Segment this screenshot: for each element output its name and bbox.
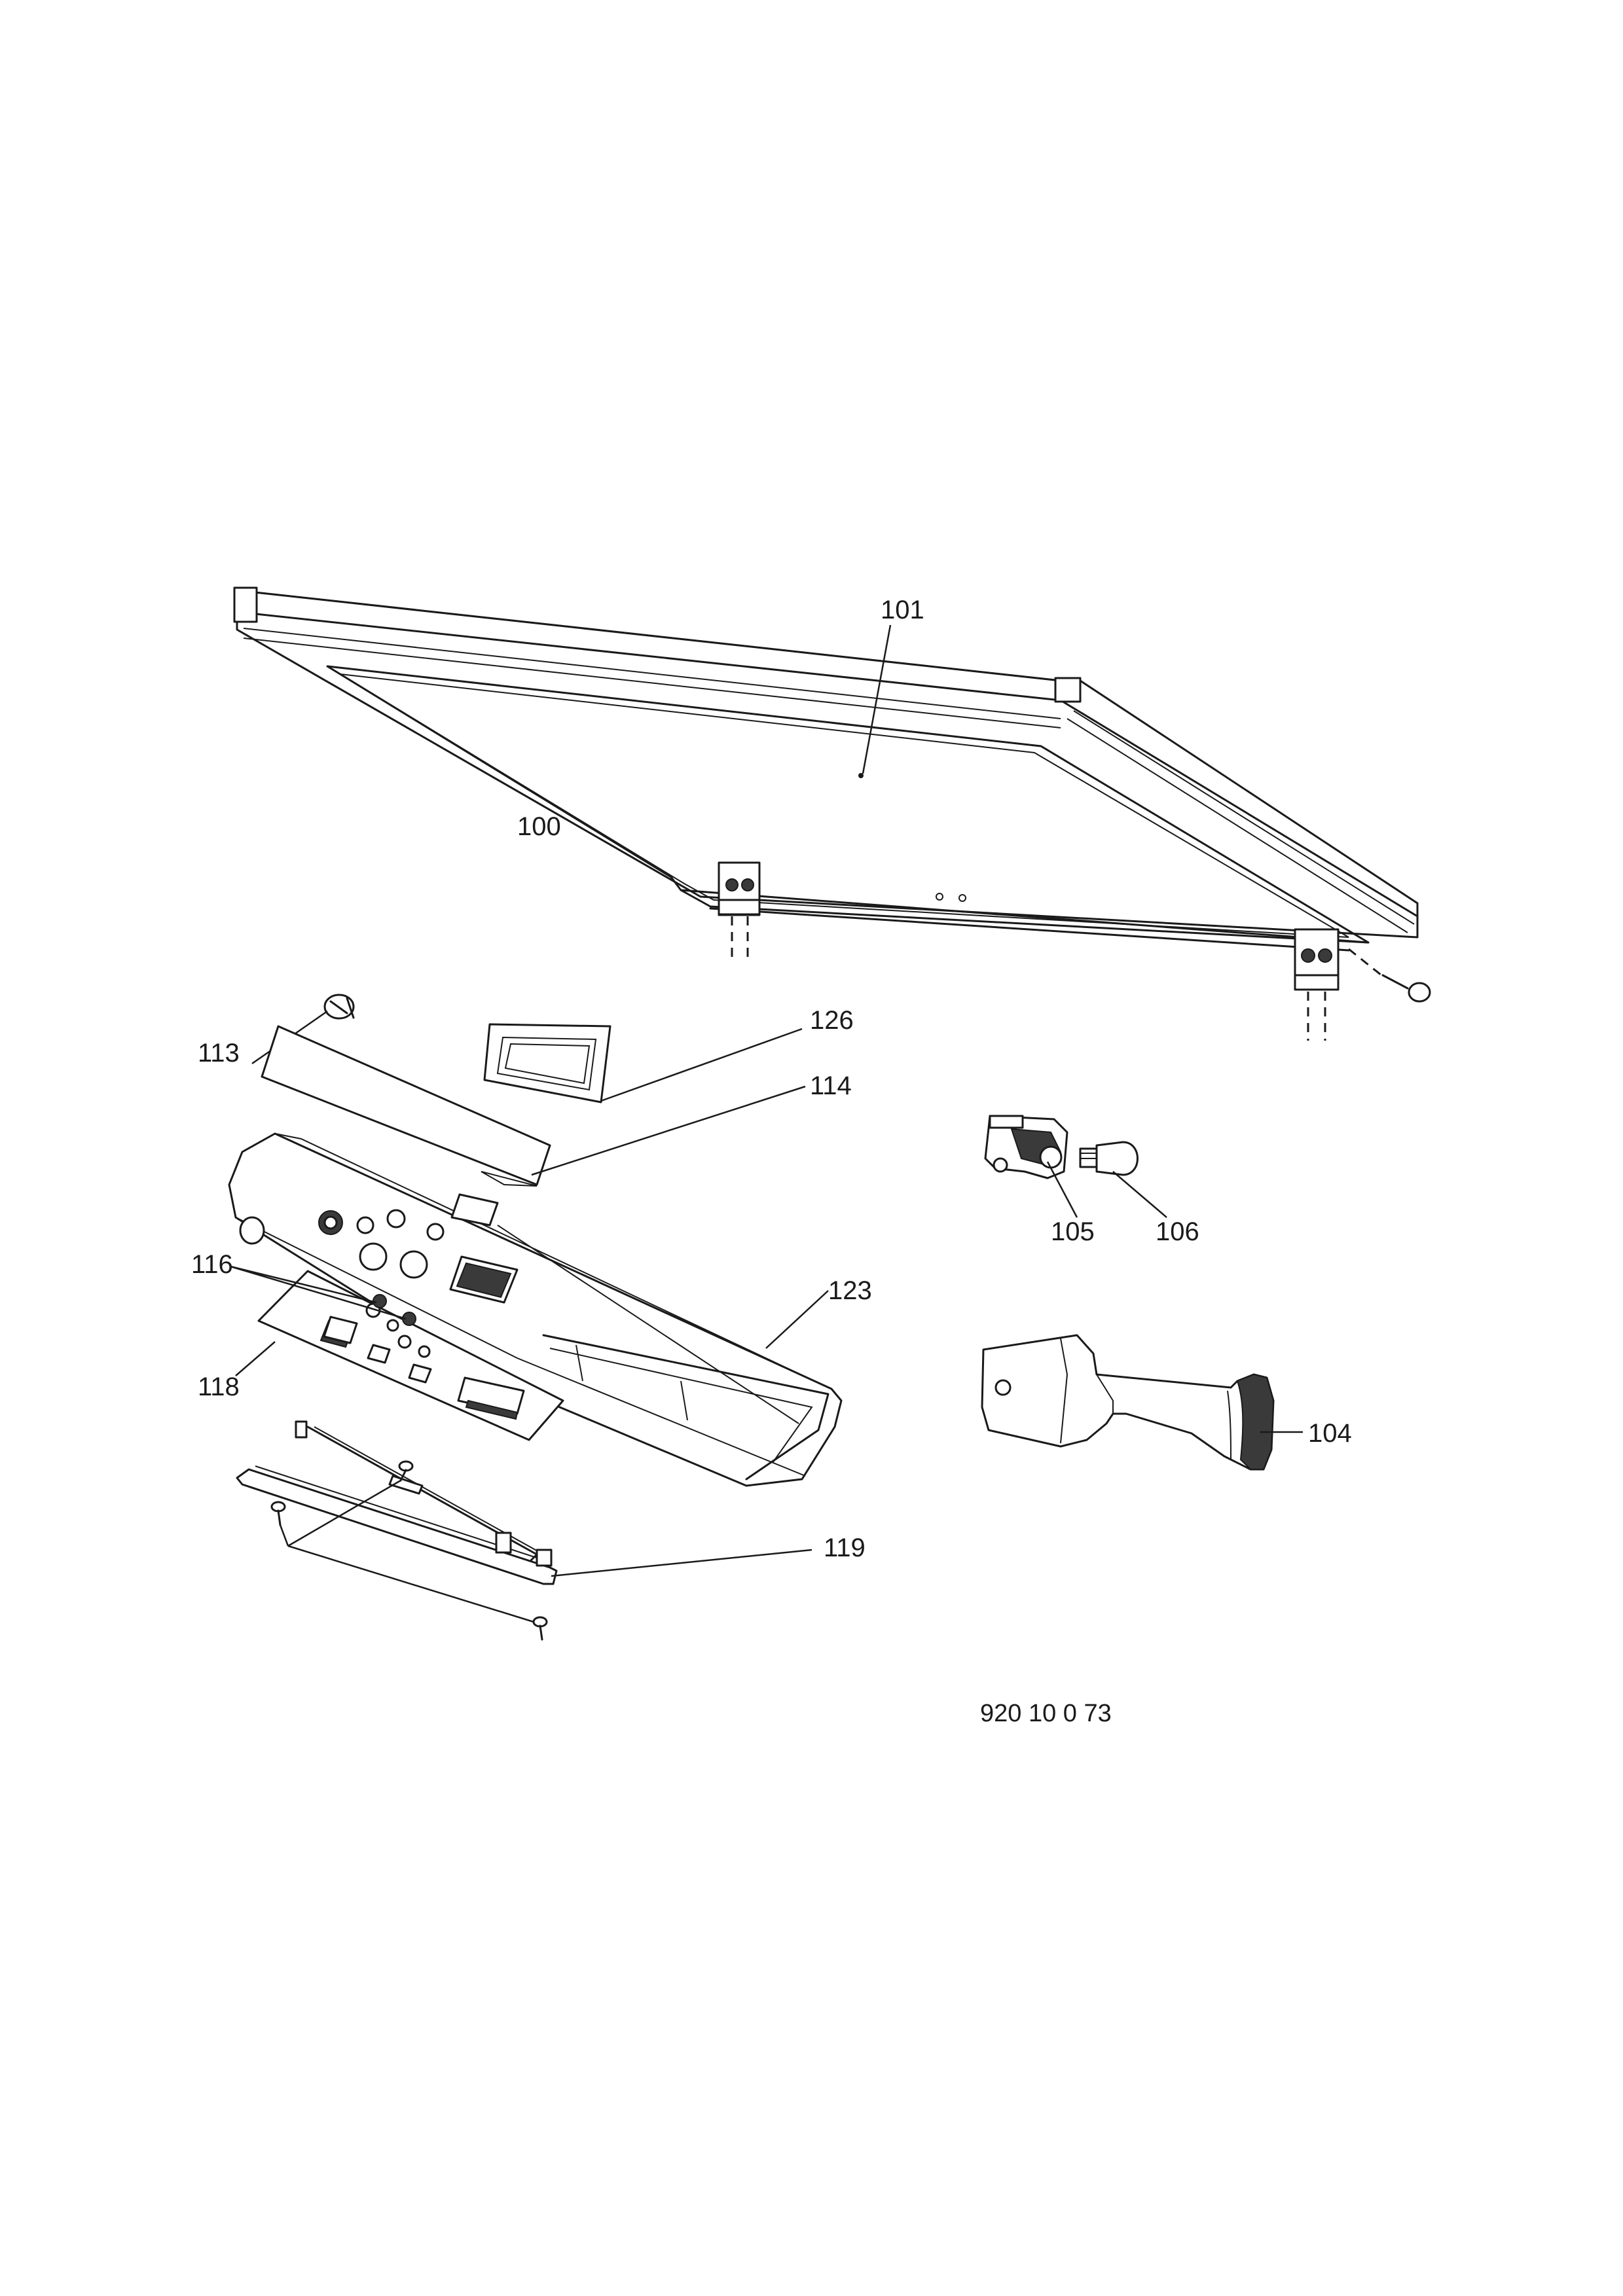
label-113: 113	[198, 1039, 240, 1067]
label-123: 123	[828, 1276, 872, 1305]
circuit-board-118	[257, 1270, 564, 1441]
label-101: 101	[881, 596, 924, 624]
label-118: 118	[198, 1372, 240, 1401]
label-106: 106	[1156, 1217, 1199, 1246]
document-number: 920 10 0 73	[980, 1700, 1112, 1727]
label-100: 100	[517, 812, 561, 841]
label-116: 116	[191, 1250, 233, 1279]
label-126: 126	[810, 1006, 854, 1035]
knob-113	[323, 994, 355, 1020]
trim-strip-119	[236, 1420, 558, 1585]
label-105: 105	[1051, 1217, 1095, 1246]
label-119: 119	[824, 1534, 866, 1562]
screw-bottom	[532, 1616, 548, 1641]
hinge-left	[718, 861, 761, 962]
label-plate-114	[261, 1025, 551, 1187]
screw-left	[270, 1501, 286, 1526]
label-114: 114	[810, 1071, 852, 1100]
lid-assembly	[233, 586, 1431, 1041]
display-window-126	[483, 1023, 611, 1103]
lamp-holder-105	[984, 1115, 1068, 1179]
handle-104	[981, 1334, 1275, 1471]
lamp-bulb-106	[1079, 1141, 1139, 1176]
screw-top	[398, 1460, 414, 1482]
label-104: 104	[1308, 1419, 1352, 1448]
control-panel-123	[228, 1132, 843, 1487]
hinge-screw	[1381, 974, 1431, 1003]
hinge-right	[1294, 928, 1382, 1041]
